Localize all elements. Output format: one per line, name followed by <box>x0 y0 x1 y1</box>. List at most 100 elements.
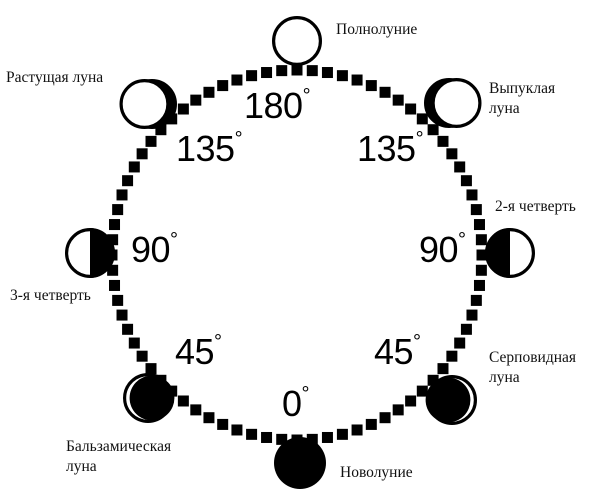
angle-135-right-label: 135° <box>357 128 424 169</box>
moon-waning-crescent-icon <box>123 373 175 423</box>
orbit-dot <box>466 189 478 201</box>
orbit-dot <box>365 418 377 430</box>
orbit-dot <box>365 80 377 92</box>
degree-symbol-icon: ° <box>214 331 223 353</box>
angle-180-value: 180 <box>244 85 303 126</box>
orbit-dot <box>437 135 449 147</box>
orbit-dot <box>470 294 482 306</box>
orbit-dot <box>145 135 157 147</box>
orbit-dot <box>217 418 229 430</box>
degree-symbol-icon: ° <box>415 128 424 150</box>
degree-symbol-icon: ° <box>413 331 422 353</box>
degree-symbol-icon: ° <box>301 383 310 405</box>
angle-0-label: 0° <box>282 383 310 424</box>
moon-icons-group <box>65 16 535 489</box>
orbit-dot <box>336 428 348 440</box>
orbit-dot <box>177 103 189 115</box>
orbit-dot <box>109 219 121 231</box>
orbit-dot <box>306 65 318 77</box>
orbit-dot <box>306 433 318 445</box>
orbit-dot <box>122 175 134 187</box>
orbit-dot <box>437 363 449 375</box>
orbit-dot <box>476 249 488 261</box>
orbit-dot <box>351 424 363 436</box>
angle-90-right-label: 90° <box>419 229 467 270</box>
orbit-dot <box>107 234 119 246</box>
moon-last-quarter-icon <box>65 228 115 278</box>
orbit-dot <box>136 148 148 160</box>
orbit-dot <box>405 395 417 407</box>
orbit-dot <box>475 264 487 276</box>
orbit-dot <box>392 94 404 106</box>
orbit-dot <box>473 219 485 231</box>
orbit-dot <box>217 80 229 92</box>
moon-waxing-crescent-icon <box>425 375 477 425</box>
orbit-dot <box>261 67 273 79</box>
orbit-dot <box>246 70 258 82</box>
angle-135-right-value: 135 <box>357 128 416 169</box>
orbit-dot <box>416 385 428 397</box>
orbit-dot <box>155 124 167 136</box>
angle-135-left-value: 135 <box>176 128 235 169</box>
phase-label-balsamic-moon: Бальзамическая луна <box>66 438 172 475</box>
orbit-dot <box>321 431 333 443</box>
orbit-dot <box>122 323 134 335</box>
angle-45-left-label: 45° <box>175 331 223 370</box>
degree-symbol-icon: ° <box>458 229 467 251</box>
phase-label-full-moon: Полнолуние <box>336 21 418 38</box>
orbit-dot <box>416 113 428 125</box>
degree-symbol-icon: ° <box>170 229 179 251</box>
angle-45-right-label: 45° <box>374 331 422 372</box>
orbit-dot <box>203 412 215 424</box>
moon-waxing-gibbous-icon <box>424 78 482 128</box>
orbit-dot <box>446 350 458 362</box>
orbit-dot <box>231 74 243 86</box>
angle-180-label: 180° <box>244 85 311 126</box>
phase-label-waxing-gibbous: Растущая луна <box>6 69 104 86</box>
orbit-dot <box>136 350 148 362</box>
angle-135-left-label: 135° <box>176 128 243 169</box>
orbit-dot <box>246 428 258 440</box>
orbit-dot <box>145 363 157 375</box>
orbit-dot <box>379 412 391 424</box>
orbit-dot <box>128 337 140 349</box>
phase-label-crescent-moon: Серповидная луна <box>489 349 577 386</box>
orbit-dot <box>392 404 404 416</box>
orbit-dot <box>427 374 439 386</box>
phase-label-new-moon: Новолуние <box>340 464 413 481</box>
angle-90-right-value: 90 <box>419 229 459 270</box>
orbit-dot <box>446 148 458 160</box>
moon-full-icon <box>272 16 322 66</box>
orbit-dot <box>190 94 202 106</box>
angle-45-right-value: 45 <box>374 331 414 372</box>
orbit-dot <box>291 64 303 76</box>
orbit-dot <box>203 86 215 98</box>
orbit-dot <box>454 161 466 173</box>
dotted-orbit-circle <box>106 64 488 446</box>
orbit-dot <box>116 189 128 201</box>
orbit-dot <box>261 431 273 443</box>
orbit-dot <box>190 404 202 416</box>
orbit-dot <box>109 279 121 291</box>
orbit-dot <box>460 323 472 335</box>
orbit-dot <box>276 433 288 445</box>
phase-label-third-quarter: 3-я четверть <box>10 287 91 304</box>
orbit-dot <box>177 395 189 407</box>
orbit-dot <box>460 175 472 187</box>
orbit-dot <box>336 70 348 82</box>
orbit-dot <box>112 204 124 216</box>
angle-0-value: 0 <box>282 383 302 424</box>
orbit-dot <box>351 74 363 86</box>
orbit-dot <box>321 67 333 79</box>
phase-label-disseminating-gibbous: Выпуклая луна <box>489 80 556 117</box>
orbit-dot <box>427 124 439 136</box>
orbit-dot <box>128 161 140 173</box>
orbit-dot <box>466 309 478 321</box>
orbit-dot <box>116 309 128 321</box>
moon-waning-gibbous-icon <box>119 79 177 129</box>
orbit-dot <box>473 279 485 291</box>
orbit-dot <box>475 234 487 246</box>
orbit-dot <box>112 294 124 306</box>
